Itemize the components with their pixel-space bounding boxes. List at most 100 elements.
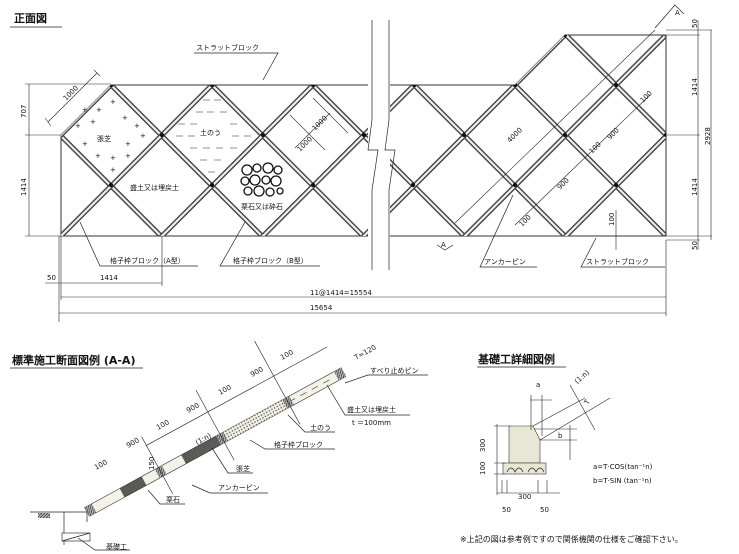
anchor-pin-node <box>410 182 416 188</box>
section-dim: 100 <box>155 418 171 431</box>
lattice-block-leader <box>249 439 335 450</box>
dim-707: 707 <box>20 105 28 118</box>
left-dimension-lines <box>25 83 111 237</box>
section-dim: 900 <box>249 365 265 378</box>
strut-leader-top <box>194 52 279 81</box>
svg-text:+: + <box>90 118 96 126</box>
formula-b: b=T·SIN (tan⁻¹n) <box>593 477 652 485</box>
block-a-leader <box>79 221 198 267</box>
anchor-pin-node <box>411 82 417 88</box>
anchor-pin-leader <box>191 484 268 494</box>
svg-text:+: + <box>95 152 101 160</box>
dim-diag-line <box>44 69 101 127</box>
dim-1414-bottom: 1414 <box>100 274 118 282</box>
section-arrow-top <box>654 4 685 29</box>
dim-right-2928: 2928 <box>704 127 712 145</box>
anchor-pin-node <box>108 182 114 188</box>
svg-text:+: + <box>110 166 116 174</box>
lattice-block <box>704 0 739 300</box>
front-view: 正面図 +++ ++++ +++ ++++ 張芝 土のう 盛土又は埋戻土 栗石又… <box>0 0 739 322</box>
foundation-base <box>502 462 547 475</box>
anchor-label: アンカーピン <box>484 258 526 266</box>
foundation-dimension-lines <box>494 384 611 495</box>
foundation-detail: 基礎工詳細図例 a (1:n) T b 300 100 300 50 50 a=… <box>477 352 653 514</box>
anchor-pin-node <box>461 132 467 138</box>
strut-label-bottom: ストラットブロック <box>586 257 649 266</box>
lattice-block <box>0 0 4 300</box>
dim-right-50-top: 50 <box>691 19 699 28</box>
thickness-label: T=120 <box>352 343 377 362</box>
foundation-leader <box>77 537 130 551</box>
svg-text:+: + <box>82 140 88 148</box>
fill-label-grass: 張芝 <box>97 134 111 143</box>
lattice-block-label: 格子枠ブロック <box>274 440 323 449</box>
lattice-block <box>0 0 23 300</box>
reference-note: ※上記の図は参考例ですので関係機関の仕様をご確認下さい。 <box>460 534 683 544</box>
block-joint <box>84 503 97 517</box>
dim-100-h: 100 <box>479 462 487 475</box>
formula-a: a=T·COS(tan⁻¹n) <box>593 463 653 471</box>
dim-diag-1000: 1000 <box>62 84 80 102</box>
lattice-block <box>520 35 666 236</box>
anchor-pin-node <box>562 132 568 138</box>
anchor-pin-node <box>209 82 215 88</box>
dim-right-1414-top: 1414 <box>691 78 699 96</box>
diag-dimension-lines <box>454 29 656 226</box>
dim-T: T <box>582 398 592 407</box>
svg-text:+: + <box>110 98 116 106</box>
svg-text:+: + <box>96 106 102 114</box>
section-dim: 100 <box>279 348 295 361</box>
bottom-dimension-lines <box>45 236 667 322</box>
sandbag-label: 土のう <box>310 423 331 432</box>
foundation-label: 基礎工 <box>106 542 127 551</box>
section-dim: 900 <box>125 436 141 449</box>
anchor-pin-node <box>512 182 518 188</box>
dim-300-h: 300 <box>479 439 487 452</box>
block-a-label: 格子枠ブロック（A型） <box>110 256 185 265</box>
stone-fill-pattern <box>240 162 284 197</box>
lattice-block <box>723 0 739 300</box>
break-gap <box>368 20 390 270</box>
dim-left-1414: 1414 <box>20 178 28 196</box>
dim-total: 15654 <box>310 304 333 312</box>
section-view: 標準施工断面図例 (A-A) 100 900 100 900 100 900 <box>10 340 428 551</box>
section-arrow-bottom <box>436 244 454 251</box>
anchor-leader <box>479 194 537 268</box>
svg-text:+: + <box>75 122 81 130</box>
dim-50-r: 50 <box>540 506 549 514</box>
foundation-detail-title: 基礎工詳細図例 <box>477 352 555 366</box>
slope-band <box>84 340 347 517</box>
svg-text:+: + <box>110 154 116 162</box>
sandbag-leader <box>287 414 335 433</box>
lattice-block <box>61 35 226 236</box>
dim-50-l: 50 <box>502 506 511 514</box>
embankment-label: 盛土又は埋戻土 <box>347 405 396 414</box>
ground-hatch <box>38 513 50 518</box>
svg-text:+: + <box>140 132 146 140</box>
section-dim: 900 <box>185 401 201 414</box>
cell-dimension-lines <box>289 97 349 151</box>
section-mark-top: A <box>675 9 680 17</box>
fill-label-sandbag: 土のう <box>200 128 221 137</box>
dim-right-50-bottom: 50 <box>691 241 699 250</box>
grass-leader <box>211 447 253 474</box>
anchor-pin-node <box>310 82 316 88</box>
dim-300-w: 300 <box>518 493 531 501</box>
foundation-concrete <box>508 425 541 464</box>
dim-b: b <box>558 432 563 440</box>
dim-50-left: 50 <box>47 274 56 282</box>
dim-a: a <box>536 381 540 389</box>
anchor-pin-node <box>613 82 619 88</box>
stone-leader <box>147 489 185 505</box>
lattice-block <box>400 35 666 236</box>
block-joint <box>333 367 346 381</box>
section-dim: 100 <box>93 458 109 471</box>
svg-text:+: + <box>134 122 140 130</box>
dim-150: 150 <box>148 457 156 470</box>
strut-label-top: ストラットブロック <box>196 43 259 52</box>
lattice-block <box>704 0 739 300</box>
anchor-pin-node <box>260 132 266 138</box>
slope-label-detail: (1:n) <box>573 368 591 385</box>
fill-label-stone: 栗石又は砕石 <box>241 202 283 211</box>
